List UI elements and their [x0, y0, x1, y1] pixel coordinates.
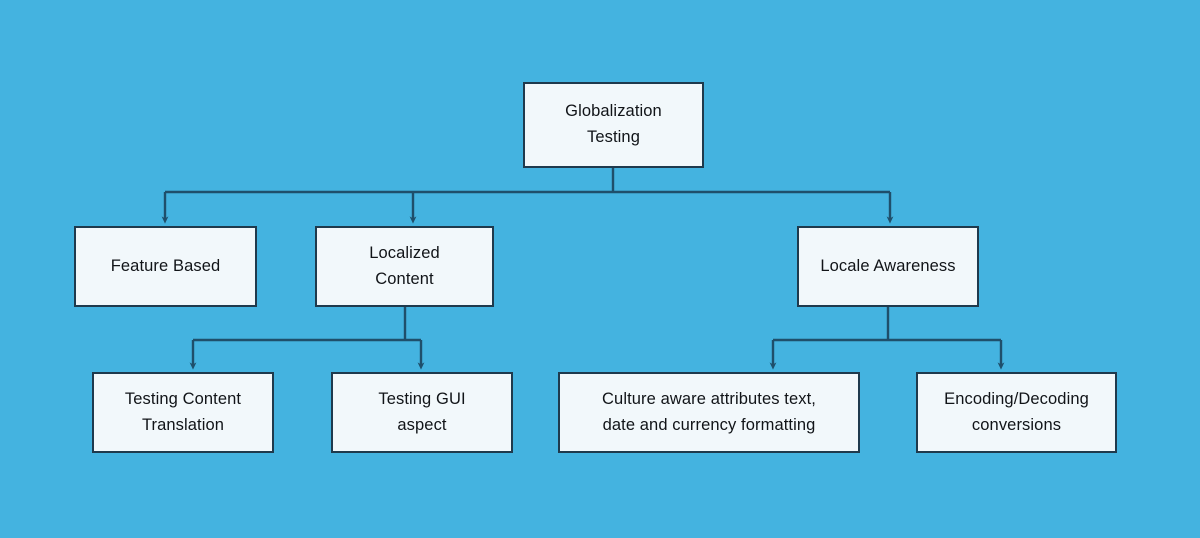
node-label: Localized Content	[369, 243, 440, 288]
node-culture-aware-attributes[interactable]: Culture aware attributes text, date and …	[558, 372, 860, 453]
node-encoding-decoding[interactable]: Encoding/Decoding conversions	[916, 372, 1117, 453]
node-label: Locale Awareness	[820, 256, 956, 275]
node-label: Culture aware attributes text, date and …	[602, 389, 816, 434]
node-locale-awareness[interactable]: Locale Awareness	[797, 226, 979, 307]
node-testing-content-translation[interactable]: Testing Content Translation	[92, 372, 274, 453]
node-label: Feature Based	[110, 256, 221, 275]
node-label: Testing GUI aspect	[378, 389, 466, 434]
node-label: Encoding/Decoding conversions	[944, 389, 1089, 434]
node-label: Globalization Testing	[565, 102, 662, 146]
node-label: Testing Content Translation	[124, 389, 242, 434]
node-localized-content[interactable]: Localized Content	[315, 226, 494, 307]
node-globalization-testing[interactable]: Globalization Testing	[523, 82, 704, 168]
node-feature-based[interactable]: Feature Based	[74, 226, 257, 307]
node-testing-gui-aspect[interactable]: Testing GUI aspect	[331, 372, 513, 453]
